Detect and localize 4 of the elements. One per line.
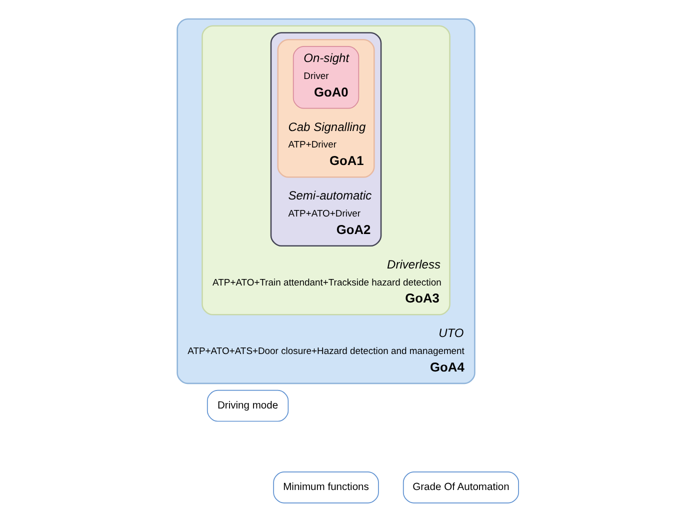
node-box: Driving mode <box>206 390 288 422</box>
node-box: On-sight Driver GoA0 <box>292 46 359 109</box>
node-box: Minimum functions <box>272 472 378 504</box>
node-box: Grade Of Automation <box>402 472 518 504</box>
